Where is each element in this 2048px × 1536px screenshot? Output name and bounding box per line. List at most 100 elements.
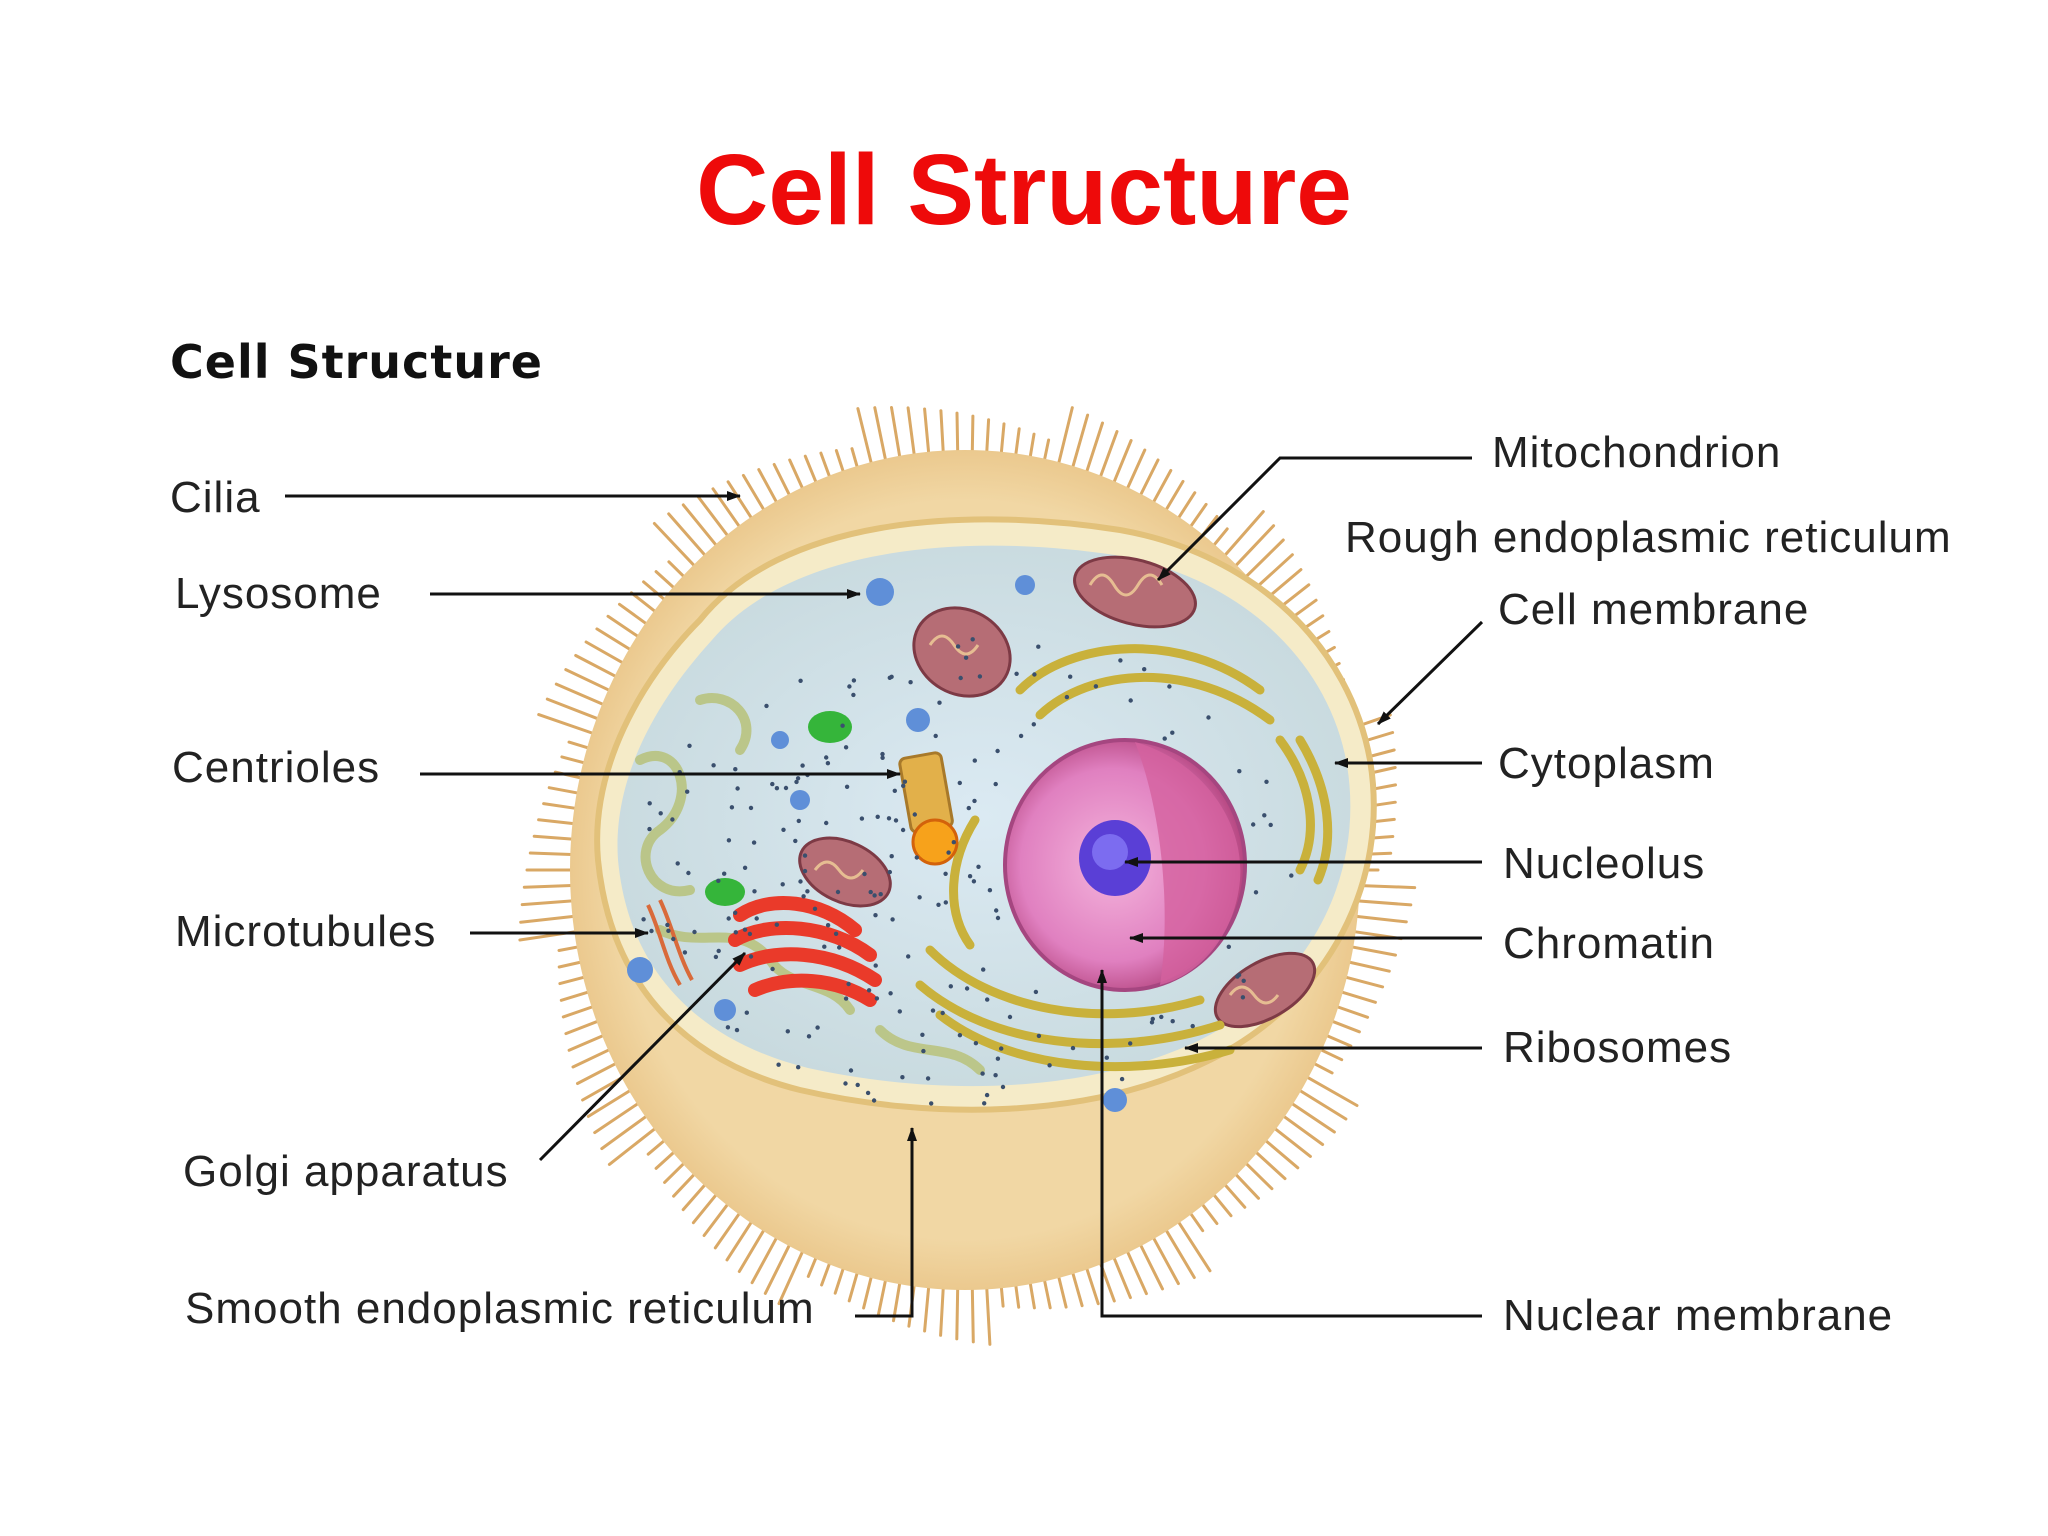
cilium	[584, 640, 631, 668]
ribosome-dot	[966, 805, 971, 811]
cilium	[939, 409, 946, 461]
ribosome-dot	[866, 988, 872, 993]
ribosome-dot	[1253, 890, 1259, 895]
ribosome-dot	[686, 870, 691, 876]
ribosome-dot	[822, 944, 827, 949]
ribosome-dot	[999, 1046, 1004, 1051]
ribosome-dot	[798, 879, 803, 884]
ribosome-dot	[912, 812, 917, 817]
ribosome-dot	[1031, 722, 1037, 727]
ribosome-dot	[893, 818, 899, 823]
ribosome-dot	[666, 928, 671, 933]
lysosome-vesicles	[627, 575, 1127, 1112]
ribosome-dot	[747, 931, 753, 937]
ribosome-dot	[971, 879, 977, 884]
cilium	[923, 1278, 931, 1333]
cilium	[1109, 439, 1133, 491]
label-cilia: Cilia	[170, 473, 261, 522]
ribosome-dot	[951, 840, 956, 845]
ribosome-dot	[886, 816, 892, 821]
ribosome-dot	[647, 801, 652, 806]
ribosome-dot	[744, 1010, 749, 1015]
ribosome-dot	[1036, 1033, 1042, 1039]
label-chromatin: Chromatin	[1503, 919, 1715, 968]
cilium	[923, 407, 931, 462]
ribosome-dot	[805, 889, 810, 894]
ribosome-dot	[1167, 684, 1172, 689]
ribosome-dot	[658, 811, 663, 816]
ribosome-dot	[859, 816, 865, 821]
mitochondrion-leader	[1156, 456, 1472, 582]
ribosome-dot	[1068, 674, 1073, 679]
cilium	[713, 1206, 745, 1250]
ribosome-dot	[958, 675, 963, 681]
cilium	[856, 407, 875, 472]
ribosome-dot	[837, 945, 842, 950]
ribosome-dot	[806, 1034, 812, 1039]
smooth-er-leader	[855, 1127, 917, 1318]
ribosome-dot	[812, 906, 818, 911]
label-rough-er: Rough endoplasmic reticulum	[1345, 513, 1952, 562]
cilium	[763, 1237, 794, 1295]
ribosome-dot	[914, 855, 919, 860]
label-cell-membrane: Cell membrane	[1498, 585, 1809, 634]
cilium	[1348, 914, 1408, 924]
cilium	[1123, 448, 1147, 497]
ribosome-dot	[995, 915, 1001, 921]
cilium	[1136, 1237, 1164, 1291]
ribosome-dot	[1251, 822, 1256, 827]
cilium	[873, 406, 889, 468]
ribosome-dot	[982, 1101, 987, 1106]
cilium	[564, 668, 617, 695]
cilium	[1069, 413, 1090, 476]
cilium	[984, 1279, 992, 1346]
ribosome-dot	[795, 776, 801, 781]
ribosome-dot	[716, 948, 721, 954]
ribosome-dot	[906, 954, 911, 959]
ribosome-dot	[825, 923, 831, 928]
label-microtubules: Microtubules	[175, 907, 436, 956]
ribosome-dot	[1190, 1023, 1195, 1029]
label-mitochondrion: Mitochondrion	[1492, 428, 1781, 477]
ribosome-dot	[685, 789, 690, 794]
cilium	[519, 914, 582, 924]
label-nucleolus: Nucleolus	[1503, 839, 1705, 888]
slide-title: Cell Structure	[696, 134, 1352, 246]
ribosome-dot	[967, 874, 973, 879]
green-vesicles	[705, 711, 852, 906]
cilium	[1258, 1134, 1300, 1170]
ribosome-dot	[901, 783, 906, 788]
ribosome-dot	[725, 1025, 731, 1030]
cilium	[1109, 1249, 1132, 1300]
ribosome-dot	[955, 644, 961, 649]
cilium	[1218, 510, 1265, 562]
ribosome-dot	[780, 882, 785, 887]
ribosome-dot	[871, 1098, 877, 1103]
ribosome-dot	[1262, 813, 1267, 818]
ribosome-dot	[880, 751, 885, 757]
ribosome-dot	[1159, 1014, 1164, 1020]
ribosome-dot	[1149, 1020, 1155, 1025]
cilium	[726, 480, 757, 526]
ribosome-dot	[754, 916, 759, 921]
ribosome-dot	[981, 967, 986, 972]
ribosome-dot	[748, 954, 754, 959]
ribosome-dot	[794, 779, 799, 785]
ribosome-dot	[1018, 733, 1024, 739]
ribosome-dot	[865, 1090, 871, 1096]
ribosome-dot	[1032, 672, 1037, 677]
ribosome-dot	[671, 936, 676, 942]
ribosome-dot	[1289, 873, 1294, 878]
ribosome-dot	[793, 838, 798, 844]
ribosome-dot	[1226, 944, 1232, 949]
ribosome-dot	[917, 895, 922, 900]
ribosome-dot	[993, 781, 998, 787]
ribosome-dot	[733, 910, 738, 915]
ribosome-dot	[943, 871, 948, 876]
ribosome-dot	[1000, 1084, 1006, 1090]
ribosome-dot	[670, 817, 675, 822]
ribosome-dot	[1014, 671, 1019, 676]
cilium	[1229, 524, 1276, 573]
ribosome-dot	[855, 1082, 860, 1088]
cilium	[1123, 1243, 1148, 1296]
